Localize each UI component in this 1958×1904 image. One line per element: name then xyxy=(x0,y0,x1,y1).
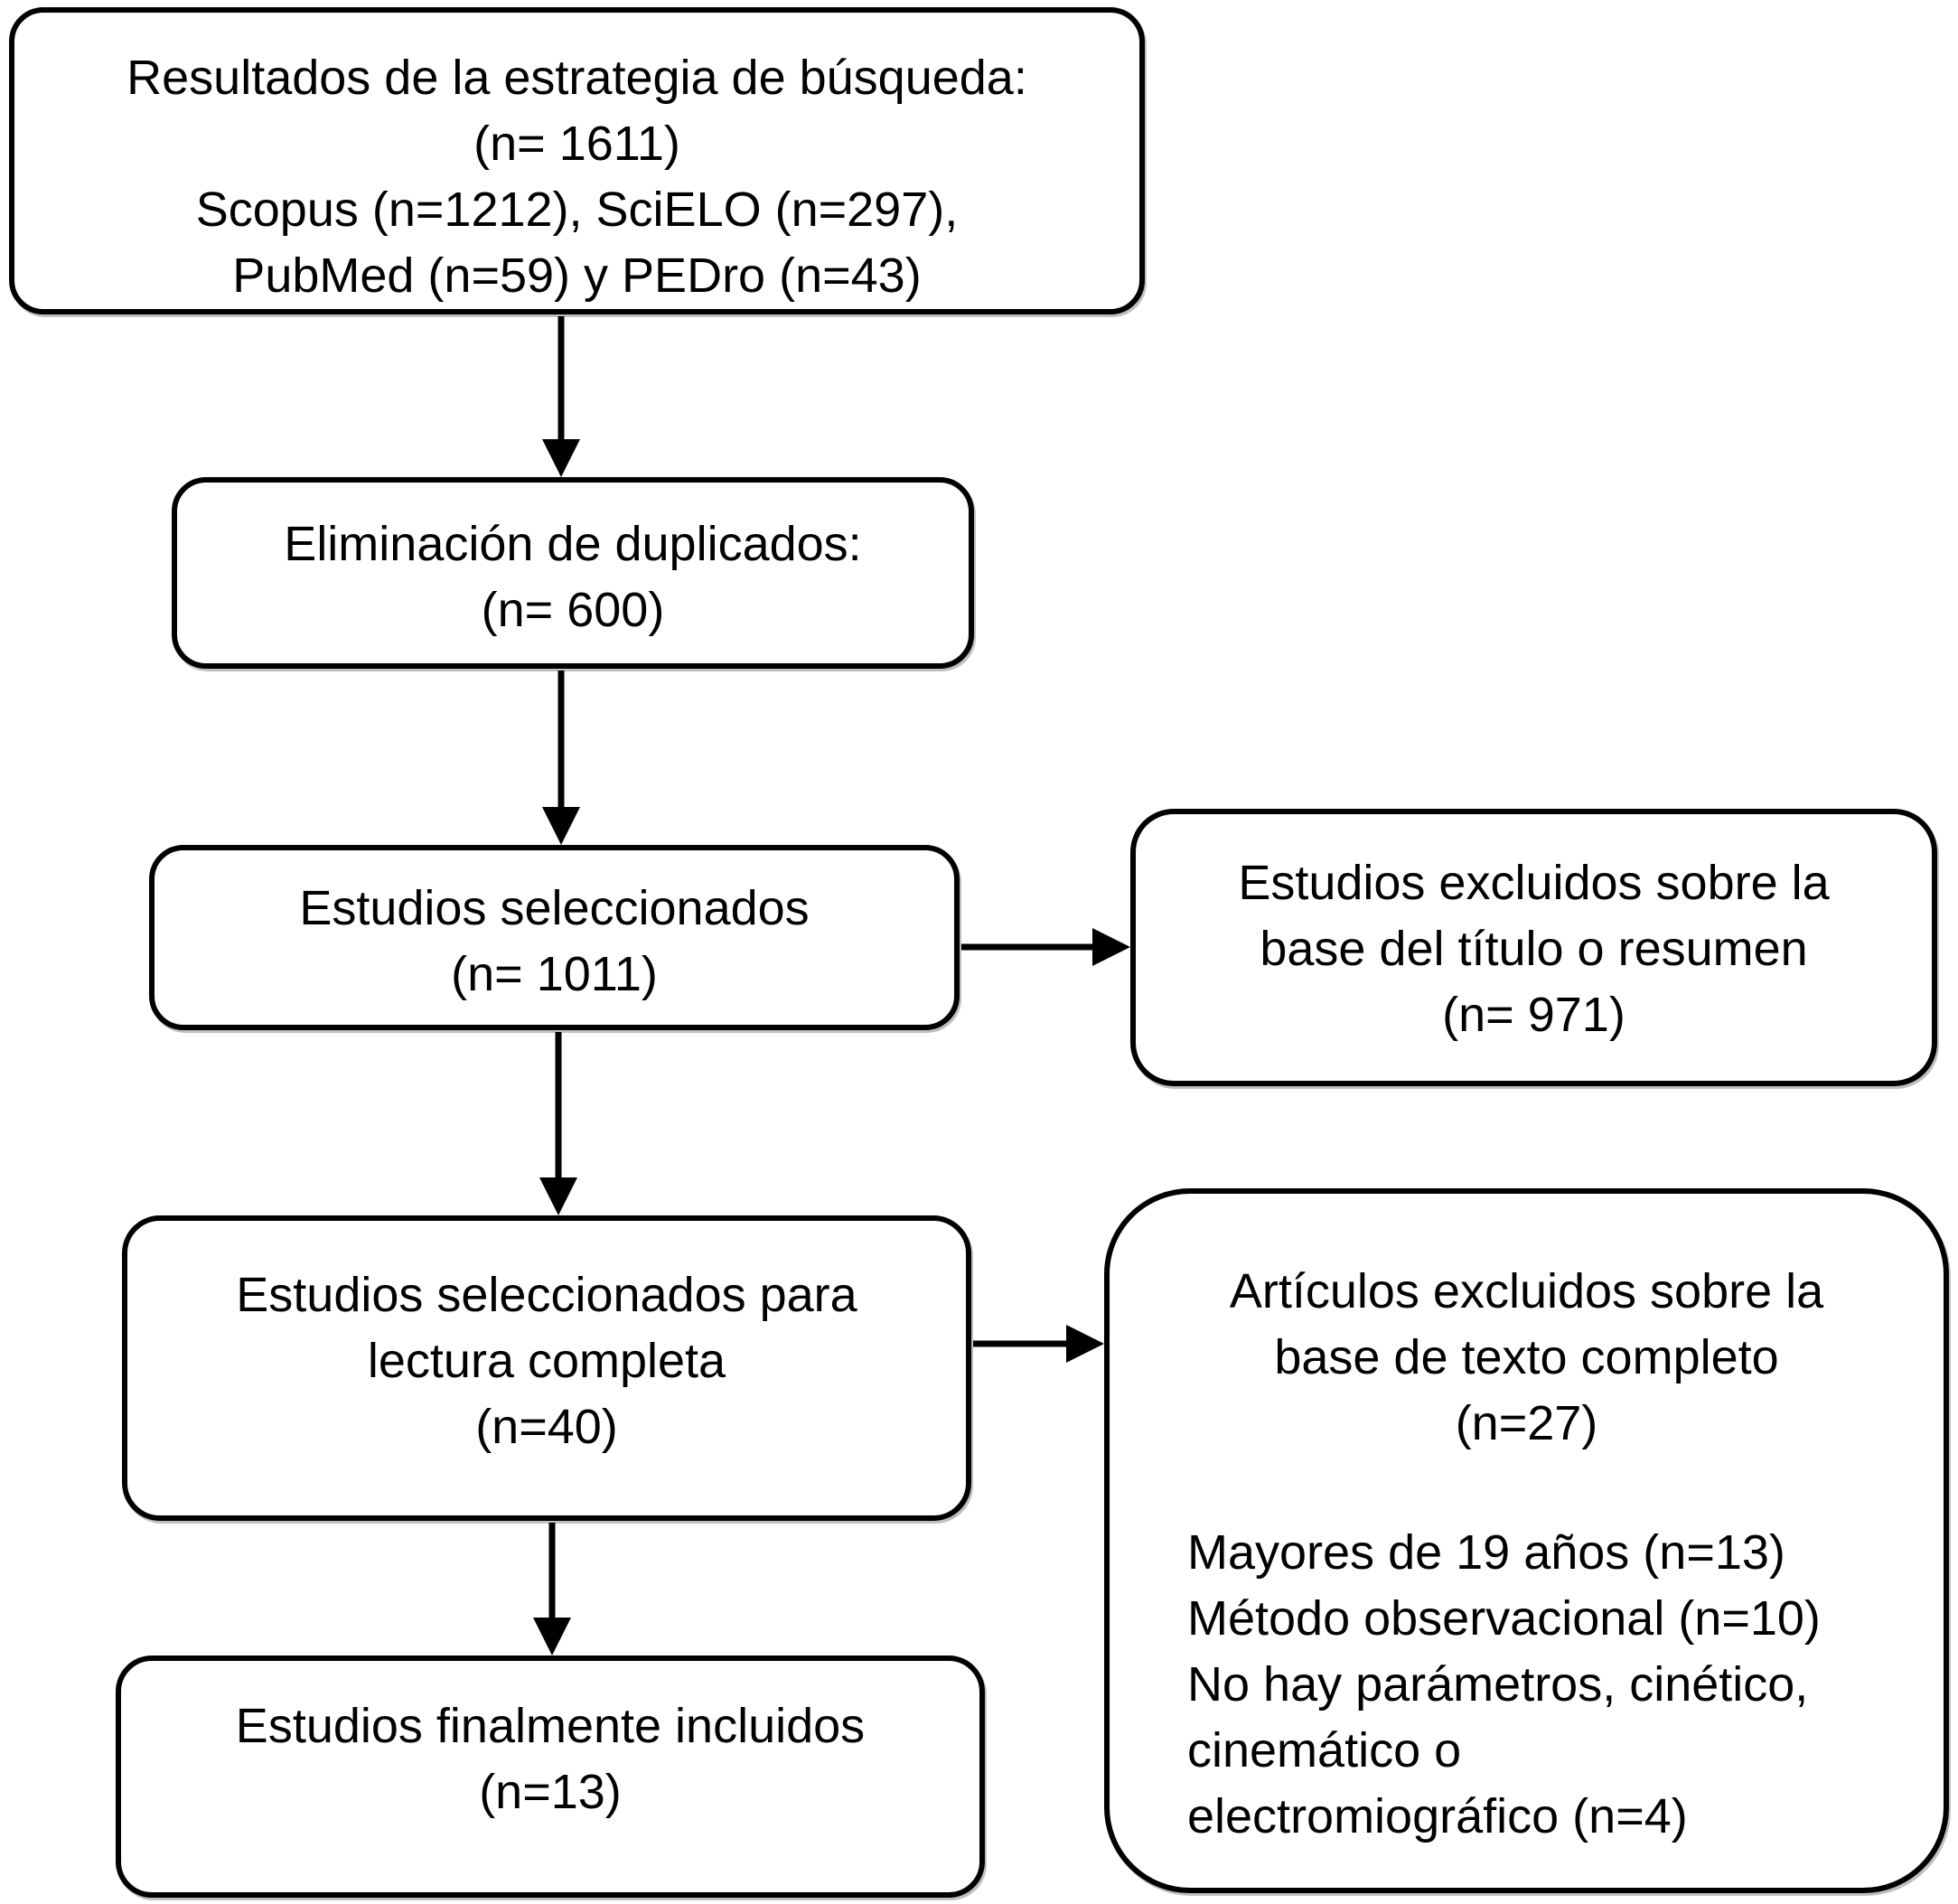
arrow-fulltext-to-included xyxy=(533,1523,571,1655)
arrow-selected-to-excluded-title xyxy=(961,928,1130,966)
box-search-results: Resultados de la estrategia de búsqueda:… xyxy=(9,7,1145,314)
box-fulltext-selected: Estudios seleccionados para lectura comp… xyxy=(122,1215,971,1521)
box-finally-included-text: Estudios finalmente incluidos (n=13) xyxy=(235,1699,866,1819)
box-duplicates-removed-text: Eliminación de duplicados: (n= 600) xyxy=(284,517,862,637)
box-duplicates-removed: Eliminación de duplicados: (n= 600) xyxy=(172,477,974,669)
box-search-results-text: Resultados de la estrategia de búsqueda:… xyxy=(126,51,1027,303)
arrow-fulltext-to-excluded-fulltext xyxy=(973,1325,1104,1363)
arrow-duplicates-to-selected xyxy=(542,671,580,845)
arrow-search-to-duplicates xyxy=(542,316,580,477)
box-excluded-fulltext: Artículos excluidos sobre la base de tex… xyxy=(1104,1188,1949,1893)
box-fulltext-selected-text: Estudios seleccionados para lectura comp… xyxy=(236,1268,857,1454)
box-studies-selected-text: Estudios seleccionados (n= 1011) xyxy=(299,881,810,1001)
box-studies-selected: Estudios seleccionados (n= 1011) xyxy=(149,845,960,1030)
box-excluded-title-abstract: Estudios excluidos sobre la base del tít… xyxy=(1130,809,1937,1086)
box-finally-included: Estudios finalmente incluidos (n=13) xyxy=(116,1655,985,1898)
box-excluded-fulltext-reasons: Mayores de 19 años (n=13) Método observa… xyxy=(1187,1525,1821,1843)
box-excluded-title-abstract-text: Estudios excluidos sobre la base del tít… xyxy=(1238,856,1830,1042)
box-excluded-fulltext-text: Artículos excluidos sobre la base de tex… xyxy=(1229,1264,1824,1450)
arrow-selected-to-fulltext xyxy=(539,1032,577,1215)
